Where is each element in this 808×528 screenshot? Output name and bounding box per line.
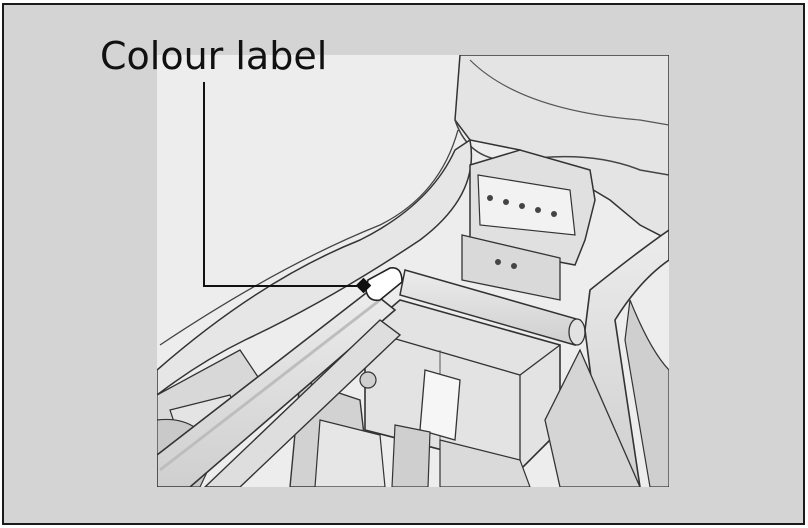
- callout-label: Colour label: [100, 34, 328, 78]
- callout-leader-line: [203, 82, 364, 287]
- engine-bay-drawing: [157, 55, 669, 487]
